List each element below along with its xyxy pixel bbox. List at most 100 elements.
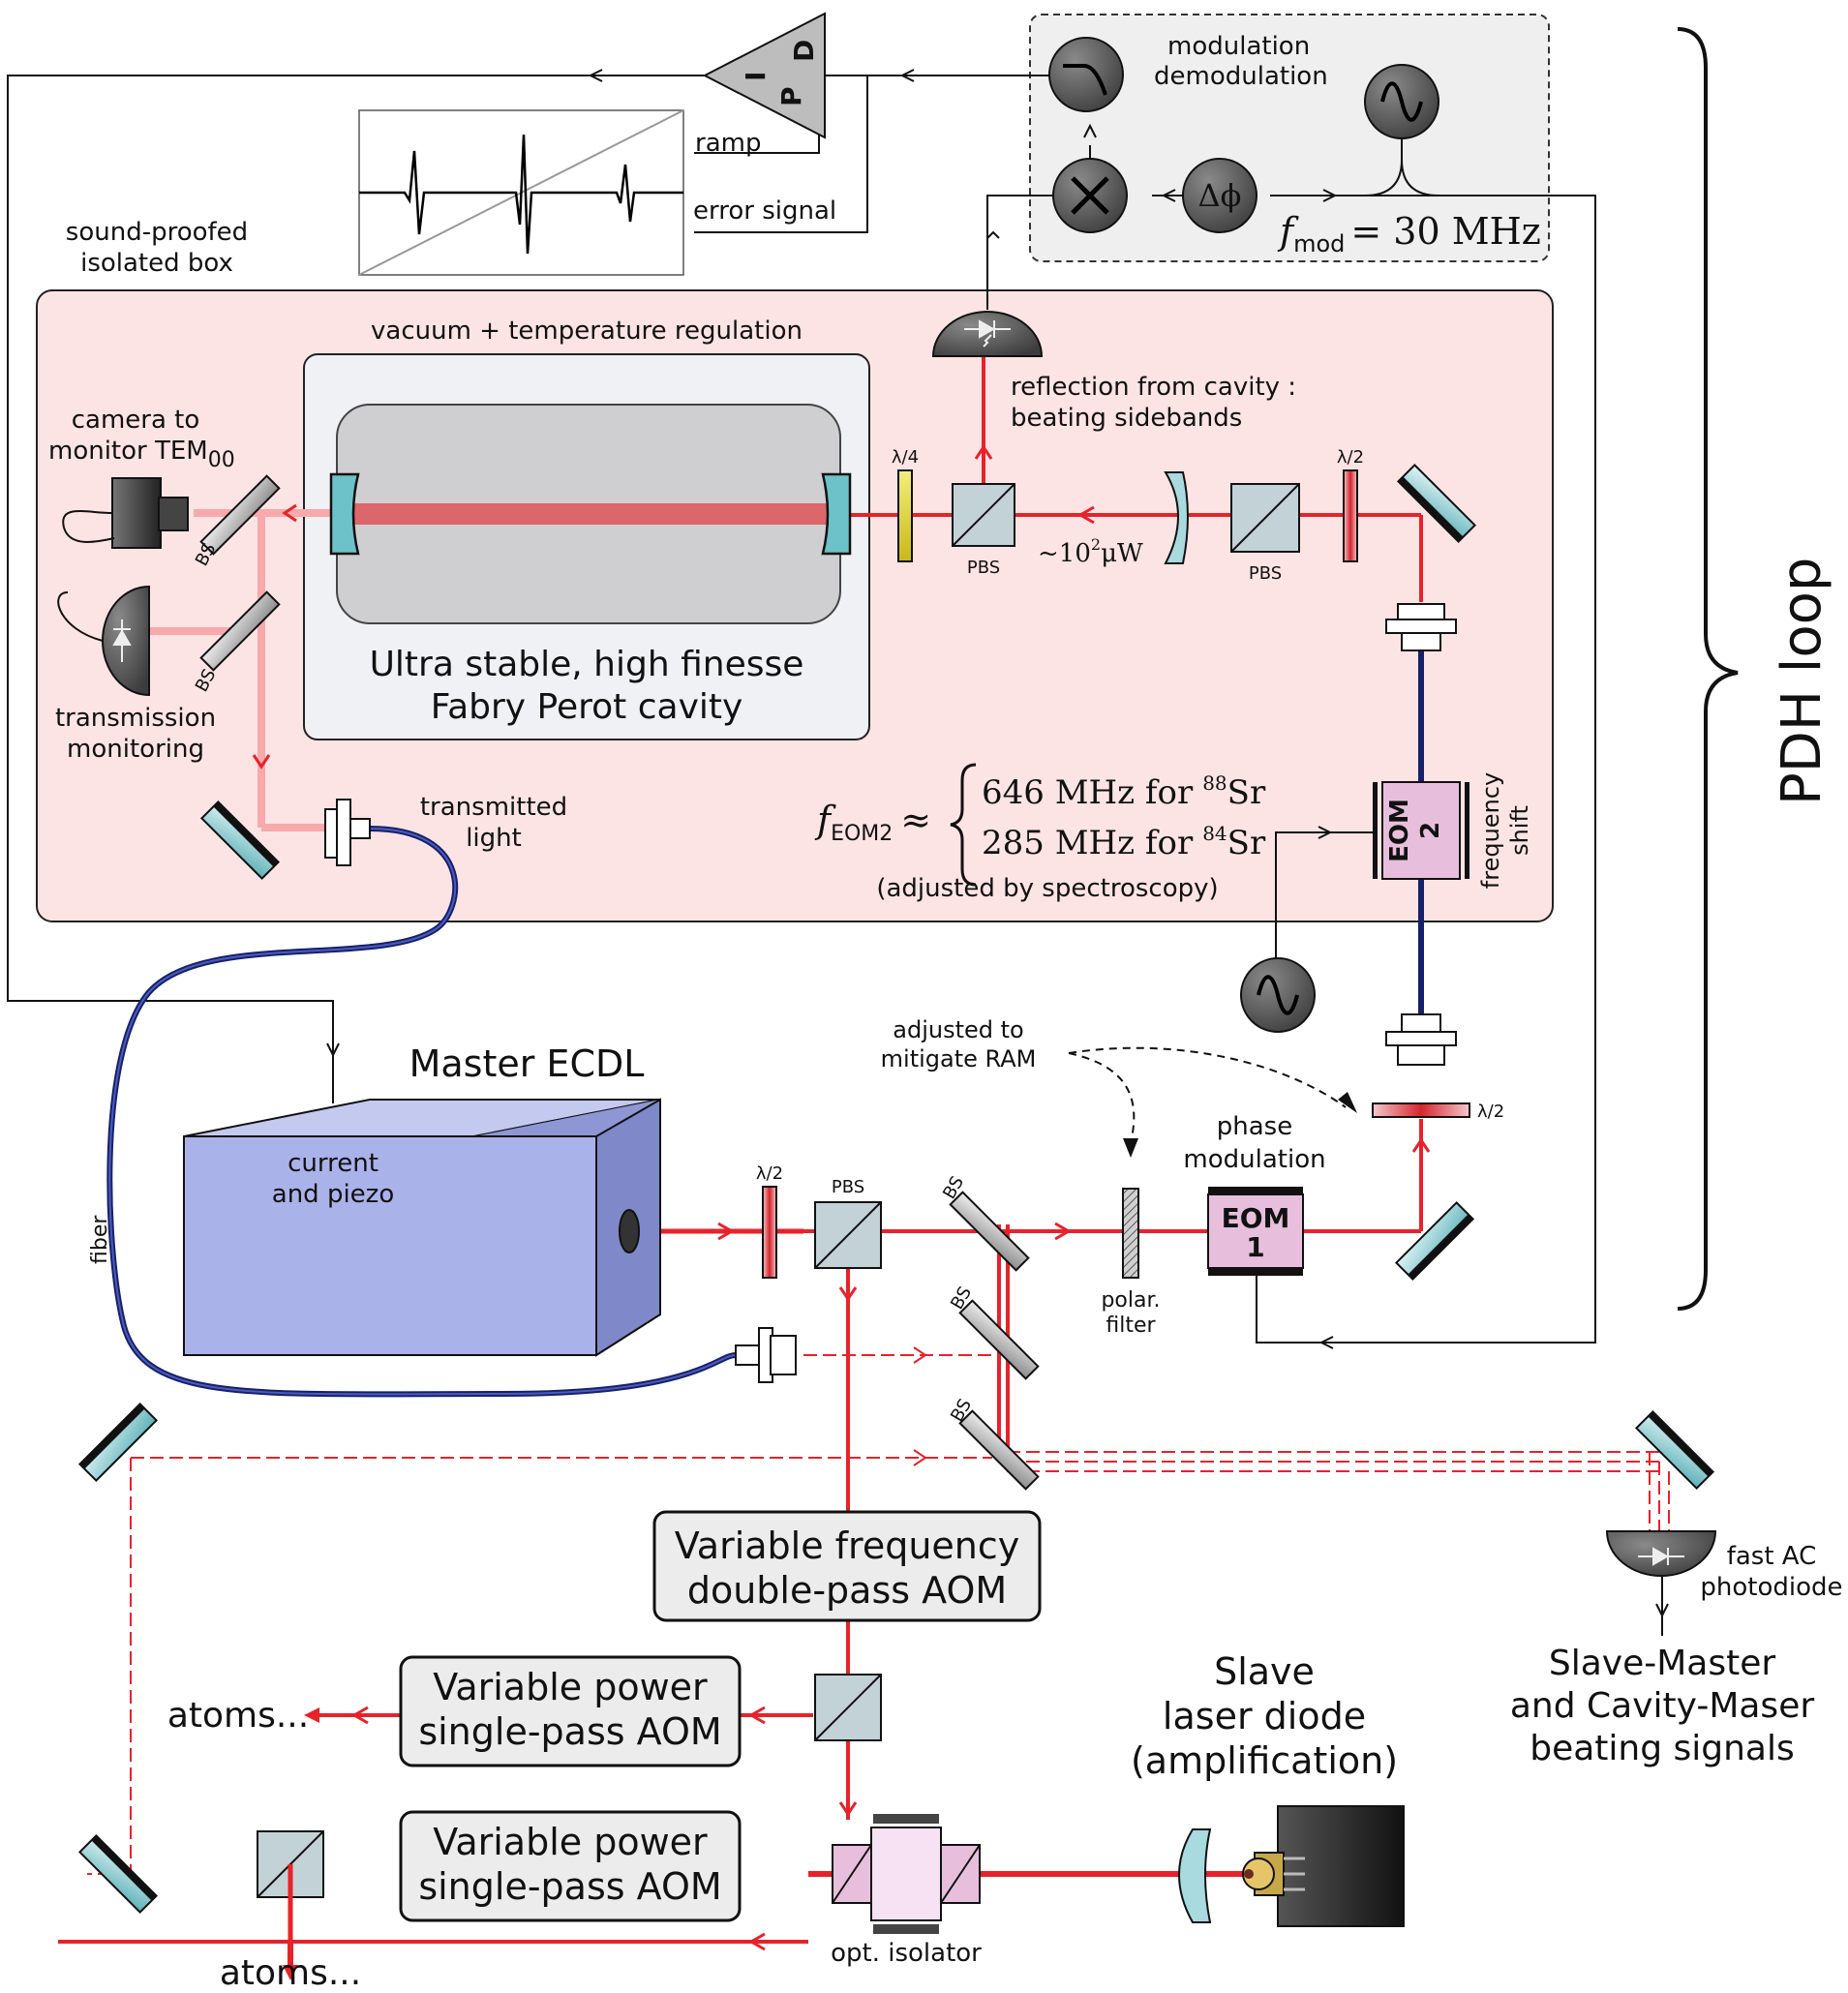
eom1-label-2: 1 xyxy=(1246,1231,1264,1263)
freq-shift-label-1: frequency xyxy=(1477,772,1504,889)
pbs-reflection xyxy=(952,483,1015,547)
pd-amplifier xyxy=(702,12,826,139)
master-label: Master ECDL xyxy=(409,1042,645,1085)
vacuum-label: vacuum + temperature regulation xyxy=(371,317,803,346)
reflection-label-2: beating sidebands xyxy=(1011,404,1242,433)
phase-mod-label-1: phase xyxy=(1217,1112,1292,1141)
current-label-1: current xyxy=(288,1149,379,1178)
aom-single-pass-1 xyxy=(399,1655,742,1767)
camera-label-1: camera to xyxy=(72,406,200,435)
fast-ac-label-1: fast AC xyxy=(1727,1542,1817,1571)
transmission-photodiode-icon xyxy=(112,619,132,662)
error-trace xyxy=(359,134,683,255)
aom-single-1-label-2: single-pass AOM xyxy=(418,1710,721,1753)
aom-single-1-label-1: Variable power xyxy=(433,1666,708,1708)
pdh-loop-brace xyxy=(1677,27,1739,1311)
pbs-aom xyxy=(814,1674,882,1741)
beating-label-1: Slave-Master xyxy=(1549,1644,1775,1683)
polarization-filter xyxy=(1122,1188,1139,1279)
camera-label-2: monitor TEM00 xyxy=(48,437,235,472)
pd-label-d: D xyxy=(788,40,820,62)
eom1: EOM 1 xyxy=(1207,1187,1304,1276)
cavity-label-1: Ultra stable, high finesse xyxy=(370,645,804,684)
fast-ac-photodiode-icon xyxy=(1638,1547,1684,1566)
eom2: EOM 2 xyxy=(1373,781,1469,880)
fiber-coupler-eom2-top xyxy=(1385,603,1457,651)
fiber-label: fiber xyxy=(88,1215,112,1264)
beamsplitter-2 xyxy=(958,1299,1040,1380)
half-waveplate-ecdl xyxy=(762,1186,777,1279)
aom-double-label-2: double-pass AOM xyxy=(687,1569,1007,1612)
mirror-input-turn xyxy=(1396,463,1477,544)
dashed-beams xyxy=(87,1354,1670,1875)
ram-arrow-to-filter xyxy=(1068,1052,1136,1143)
isolator-label: opt. isolator xyxy=(831,1939,982,1968)
beam-arrows-dashed xyxy=(913,1346,927,1466)
transmitted-label-2: light xyxy=(466,824,522,853)
camera-icon xyxy=(62,477,189,549)
feom-brace xyxy=(950,763,977,887)
fiber-coupler-eom2-bottom xyxy=(1385,1013,1457,1066)
slave-label-2: laser diode xyxy=(1163,1695,1366,1737)
cavity-label-2: Fabry Perot cavity xyxy=(431,687,743,727)
pd-label-p: P xyxy=(775,86,807,106)
half-waveplate-input xyxy=(1343,469,1358,562)
phase-shifter-icon xyxy=(1182,158,1257,233)
master-ecdl xyxy=(183,1098,661,1357)
pbs-label-2: PBS xyxy=(1249,563,1282,584)
adjusted-spectroscopy-label: (adjusted by spectroscopy) xyxy=(876,874,1218,903)
aom-double-label-1: Variable frequency xyxy=(675,1525,1020,1567)
slave-laser-diode xyxy=(1242,1805,1405,1927)
optical-isolator xyxy=(832,1814,981,1934)
fast-ac-label-2: photodiode xyxy=(1700,1573,1842,1602)
transmission-label-1: transmission xyxy=(55,704,216,733)
demodulation-label: demodulation xyxy=(1154,62,1328,91)
phase-mod-label-2: modulation xyxy=(1183,1145,1325,1174)
transmitted-label-1: transmitted xyxy=(420,793,567,822)
aom-single-2-label-1: Variable power xyxy=(433,1821,708,1863)
input-lens xyxy=(1164,471,1189,564)
modulation-label: modulation xyxy=(1167,32,1310,61)
photodiode-icon xyxy=(964,319,1011,347)
slave-label-1: Slave xyxy=(1214,1650,1315,1693)
sound-box-label-2: isolated box xyxy=(80,249,233,278)
error-signal-label: error signal xyxy=(693,196,836,226)
lowpass-filter-icon xyxy=(1048,37,1124,112)
slave-label-3: (amplification) xyxy=(1131,1739,1398,1782)
pdh-loop-label: PDH loop xyxy=(1771,558,1833,805)
quarter-waveplate xyxy=(897,469,913,562)
reflection-photodiode xyxy=(931,311,1044,357)
mirror-transmission-turn xyxy=(199,800,281,881)
current-label-2: and piezo xyxy=(272,1180,394,1209)
cavity-mirror-right xyxy=(821,472,852,556)
wire-arrows xyxy=(326,69,1669,1618)
eom2-label-2: 2 xyxy=(1416,822,1445,839)
fiber-highlight xyxy=(108,828,737,1396)
ramp-label: ramp xyxy=(695,129,761,158)
oscillator-split xyxy=(1270,138,1595,196)
delta-phi-label: Δϕ xyxy=(1198,177,1242,214)
slave-lens xyxy=(1178,1828,1212,1923)
atoms-label-1: atoms... xyxy=(167,1696,309,1736)
beamsplitter-transmission xyxy=(199,590,281,672)
atoms-arrow-head-1 xyxy=(304,1707,319,1723)
mirror-dashed-right xyxy=(1634,1409,1715,1491)
lambda2-label-2: λ/2 xyxy=(756,1163,783,1184)
adjusted-ram-label-2: mitigate RAM xyxy=(881,1045,1037,1072)
aom-double-pass xyxy=(652,1510,1042,1622)
intracavity-beam xyxy=(350,503,831,525)
eom2-label-1: EOM xyxy=(1385,799,1414,862)
lambda2-label-3: λ/2 xyxy=(1477,1102,1504,1122)
beating-label-2: and Cavity-Maser xyxy=(1510,1686,1814,1726)
atoms-arrow-head-2 xyxy=(283,1965,298,1980)
polar-label-1: polar. xyxy=(1101,1288,1160,1313)
adjusted-ram-label-1: adjusted to xyxy=(893,1016,1023,1043)
aom-single-2-label-2: single-pass AOM xyxy=(418,1865,721,1908)
sound-box-label-1: sound-proofed xyxy=(66,218,248,247)
transmission-label-2: monitoring xyxy=(67,735,204,764)
mirror-dashed-left-bottom xyxy=(77,1833,159,1915)
eom1-label-1: EOM xyxy=(1222,1202,1290,1234)
ram-arrow-to-waveplate xyxy=(1068,1046,1347,1108)
